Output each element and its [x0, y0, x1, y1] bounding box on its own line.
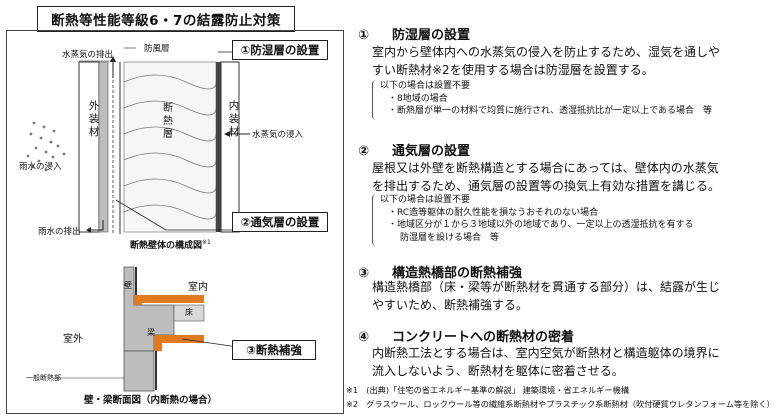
label-wall: 壁 [124, 281, 132, 290]
section-1-note-bracket [372, 80, 755, 120]
section-2-note: 以下の場合は設置不要 ・RC造等躯体の耐久性能を損なうおそれのない場合 ・地域区… [380, 195, 694, 243]
label-rain-out: 雨水の排出 [38, 227, 81, 237]
wall-diagram-caption: 断熱壁体の構成図※1 [130, 239, 211, 251]
label-windbreak: 防風層 [144, 44, 170, 54]
diagram-frame [6, 30, 344, 414]
label-vapor-in: 水蒸気の浸入 [252, 130, 304, 140]
footnote-2: ※2 グラスウール、ロックウール等の繊維系断熱材やプラスチック系断熱材（吹付硬質… [346, 399, 775, 409]
callout-thermal-reinforcement: ③断熱補強 [232, 340, 316, 360]
section-2-note-bracket [372, 194, 755, 246]
label-inner-wall: 内装材 [228, 100, 240, 138]
beam-diagram-caption: 壁・梁断面図（内断熱の場合） [84, 395, 218, 406]
callout-moisture-barrier: ①防湿層の設置 [232, 40, 328, 60]
label-outdoor: 室外 [63, 334, 83, 345]
callout-vent-layer: ②通気層の設置 [232, 212, 328, 232]
beam-section-diagram [56, 266, 239, 392]
section-1-body: 室内から壁体内への水蒸気の侵入を防止するため、湿気を通しやすい断熱材※2を使用す… [372, 45, 720, 77]
section-4-body: 内断熱工法とする場合は、室内空気が断熱材と構造躯体の境界に流入しないよう、断熱材… [372, 346, 720, 378]
section-3-body: 構造熱橋部（床・梁等が断熱材を貫通する部分）は、結露が生じやすいため、断熱補強す… [372, 280, 721, 312]
wall-section-diagram [26, 47, 250, 234]
label-beam: 梁 [147, 328, 155, 337]
label-general-insulation: 一般断熱部 [26, 374, 61, 382]
label-vapor-out: 水蒸気の排出 [62, 50, 114, 60]
label-insulation: 断熱層 [163, 103, 173, 140]
label-outer-wall: 外装材 [88, 100, 100, 138]
label-indoor: 室内 [188, 282, 208, 293]
label-floor: 床 [185, 308, 193, 317]
section-2-body: 屋根又は外壁を断熱構造とする場合にあっては、壁体内の水蒸気を排出するため、通気層… [372, 161, 721, 193]
footnote-1: ※1 (出典)「住宅の省エネルギー基準の解説」 建築環境・省エネルギー機構 [346, 385, 630, 395]
label-rain-in: 雨水の浸入 [19, 162, 62, 172]
section-1-note: 以下の場合は設置不要 ・8地域の場合 ・断熱層が単一の材料で均質に施行され、透湿… [380, 81, 713, 116]
page-title: 断熱等性能等級6・7の結露防止対策 [37, 6, 295, 32]
